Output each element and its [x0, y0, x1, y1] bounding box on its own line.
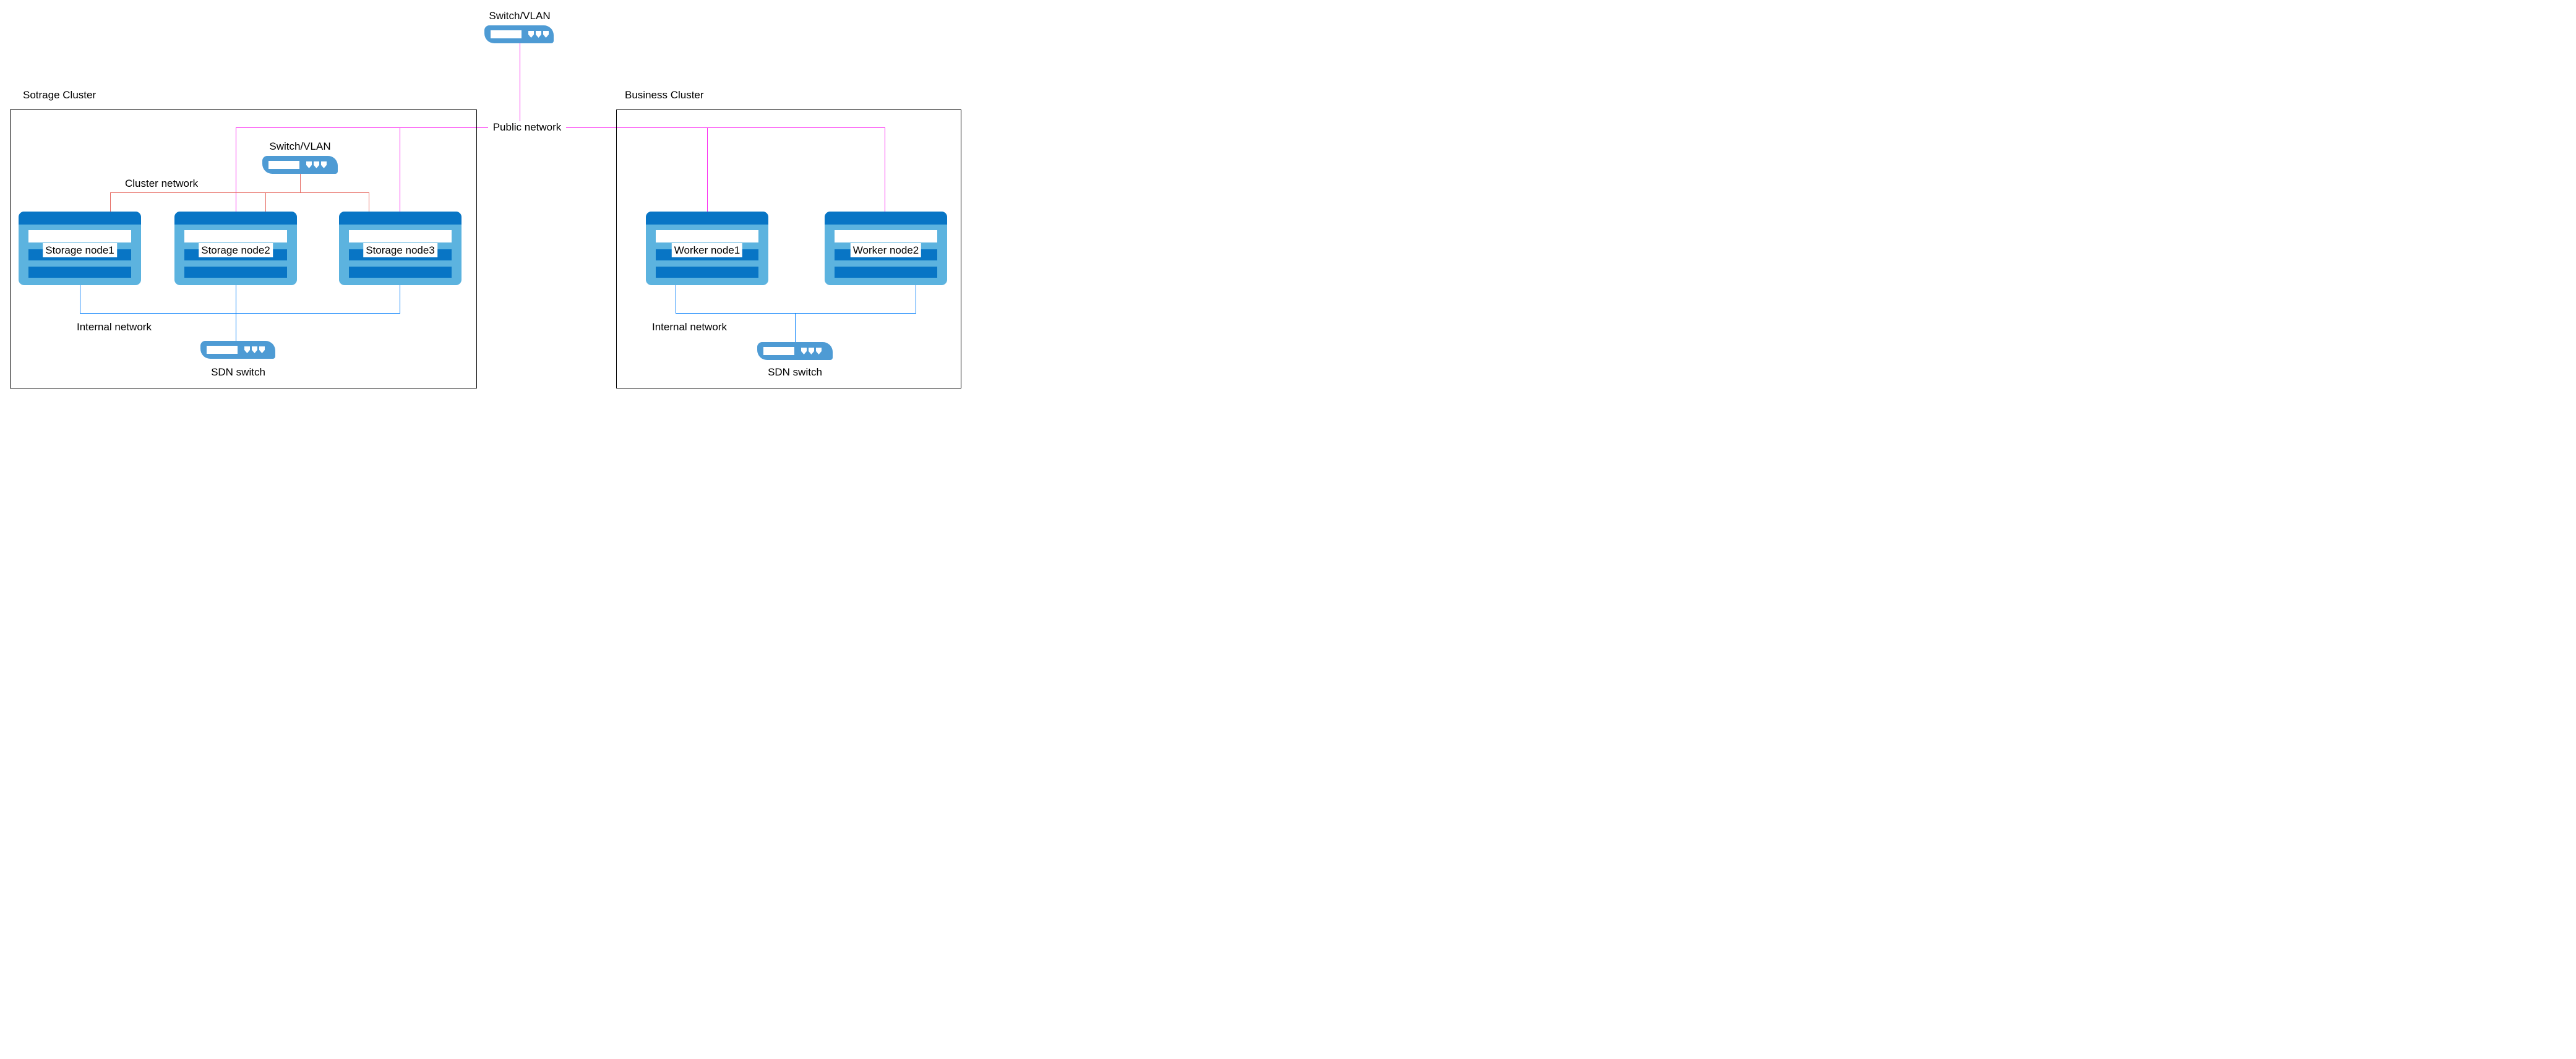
node-label: Storage node2 — [199, 243, 273, 257]
server-slot — [835, 267, 937, 278]
public-network-line-to-worker-node1 — [707, 127, 708, 212]
switch-port-icon — [528, 31, 534, 38]
storage-node-2: Storage node2 — [174, 212, 297, 285]
switch-screen — [268, 161, 299, 169]
switch-screen — [207, 346, 238, 354]
cluster-network-line-to-storage-node2 — [265, 192, 267, 212]
node-label: Storage node3 — [363, 243, 437, 257]
switch-port-icon — [321, 161, 327, 168]
switch-port-icon — [259, 346, 265, 353]
server-slot — [835, 230, 937, 242]
storage-cluster-box — [10, 109, 477, 388]
storage-cluster-title: Sotrage Cluster — [23, 89, 97, 101]
switch-port-icon — [536, 31, 541, 38]
business-cluster-title: Business Cluster — [625, 89, 704, 101]
cluster-network-line-horizontal — [110, 192, 369, 194]
top-switch-icon — [484, 25, 554, 43]
internal-network-label-business: Internal network — [652, 321, 727, 333]
storage-sdn-switch-icon — [200, 341, 275, 359]
switch-port-icon — [252, 346, 257, 353]
business-sdn-switch-label: SDN switch — [768, 366, 822, 378]
server-top-panel — [339, 212, 462, 225]
business-cluster-box — [616, 109, 961, 388]
switch-port-icon — [543, 31, 549, 38]
server-slot — [656, 230, 758, 242]
node-label: Worker node1 — [671, 243, 743, 257]
server-slot — [184, 230, 287, 242]
public-network-label: Public network — [488, 121, 566, 134]
worker-node-2: Worker node2 — [825, 212, 947, 285]
switch-screen — [763, 347, 794, 355]
server-top-panel — [19, 212, 141, 225]
storage-sdn-switch-label: SDN switch — [211, 366, 265, 378]
internal-network-label-storage: Internal network — [77, 321, 152, 333]
storage-node-3: Storage node3 — [339, 212, 462, 285]
switch-port-icon — [244, 346, 250, 353]
internal-network-right-line-to-sdn — [795, 313, 796, 342]
node-label: Storage node1 — [43, 243, 117, 257]
switch-port-icon — [306, 161, 312, 168]
server-slot — [656, 267, 758, 278]
server-top-panel — [646, 212, 768, 225]
cluster-network-line-to-storage-node1 — [110, 192, 111, 212]
server-top-panel — [174, 212, 297, 225]
server-slot — [184, 267, 287, 278]
switch-screen — [491, 30, 522, 38]
cluster-network-line-to-switch — [300, 174, 301, 193]
network-diagram: Sotrage Cluster Business Cluster Switch/… — [0, 0, 970, 399]
node-label: Worker node2 — [850, 243, 922, 257]
server-top-panel — [825, 212, 947, 225]
top-switch-label: Switch/VLAN — [489, 10, 551, 22]
switch-port-icon — [816, 348, 822, 354]
server-slot — [28, 267, 131, 278]
switch-port-icon — [801, 348, 807, 354]
business-sdn-switch-icon — [757, 342, 833, 360]
server-slot — [349, 267, 452, 278]
server-slot — [349, 230, 452, 242]
storage-switch-icon — [262, 156, 338, 174]
switch-port-icon — [314, 161, 319, 168]
switch-port-icon — [809, 348, 814, 354]
storage-node-1: Storage node1 — [19, 212, 141, 285]
internal-network-right-line-horizontal — [676, 313, 916, 314]
cluster-network-label: Cluster network — [125, 178, 199, 189]
internal-network-left-line-horizontal — [80, 313, 400, 314]
server-slot — [28, 230, 131, 242]
storage-switch-label: Switch/VLAN — [269, 140, 331, 152]
worker-node-1: Worker node1 — [646, 212, 768, 285]
